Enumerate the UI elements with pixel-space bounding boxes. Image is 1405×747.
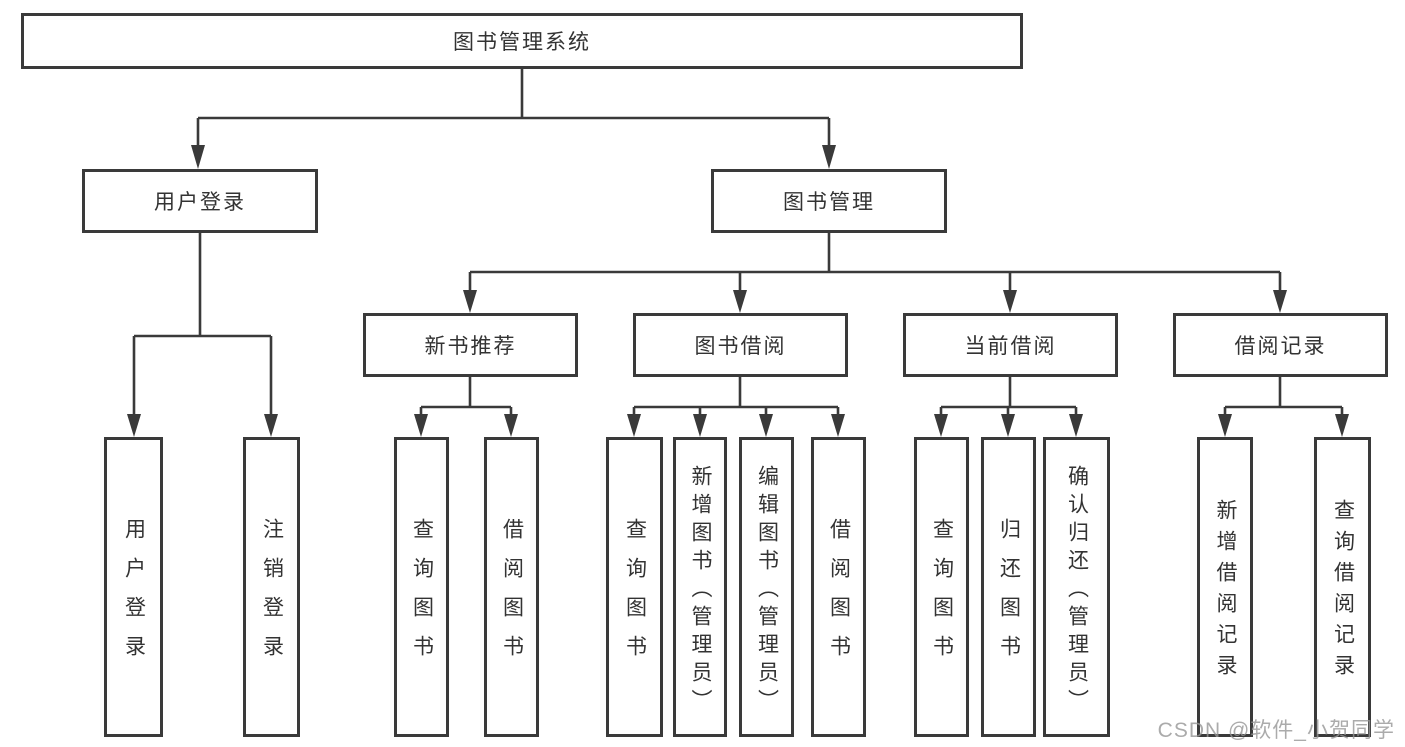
connector-book-management bbox=[468, 232, 1282, 291]
connector-root bbox=[196, 69, 831, 147]
leaf-query-books-borrow: 查询图书 bbox=[606, 437, 663, 737]
arrowhead-icon bbox=[504, 414, 518, 437]
arrowhead-icon bbox=[759, 414, 773, 437]
node-book-borrow: 图书借阅 bbox=[633, 313, 848, 377]
leaf-query-books-recommend: 查询图书 bbox=[394, 437, 449, 737]
node-root: 图书管理系统 bbox=[21, 13, 1023, 69]
connector-book-borrow bbox=[632, 376, 840, 415]
leaf-borrow-books-label: 借阅图书 bbox=[827, 518, 851, 674]
leaf-logout-label: 注销登录 bbox=[260, 518, 284, 674]
leaf-confirm-return-admin: 确认归还（管理员） bbox=[1043, 437, 1110, 737]
connector-user-login bbox=[132, 232, 273, 415]
arrowhead-icon bbox=[191, 145, 205, 169]
leaf-borrow-books-recommend-label: 借阅图书 bbox=[500, 518, 524, 674]
node-current-borrow: 当前借阅 bbox=[903, 313, 1118, 377]
arrowhead-icon bbox=[414, 414, 428, 437]
leaf-query-borrow-record-label: 查询借阅记录 bbox=[1331, 499, 1355, 685]
node-book-borrow-label: 图书借阅 bbox=[694, 335, 787, 358]
node-user-login: 用户登录 bbox=[82, 169, 318, 233]
leaf-query-books-recommend-label: 查询图书 bbox=[410, 518, 434, 674]
connector-current-borrow bbox=[939, 376, 1078, 415]
leaf-edit-book-admin: 编辑图书（管理员） bbox=[739, 437, 794, 737]
leaf-query-books-current: 查询图书 bbox=[914, 437, 969, 737]
leaf-confirm-return-admin-label: 确认归还（管理员） bbox=[1065, 464, 1089, 717]
node-borrow-records: 借阅记录 bbox=[1173, 313, 1388, 377]
node-current-borrow-label: 当前借阅 bbox=[964, 335, 1057, 358]
arrowhead-icon bbox=[1003, 290, 1017, 313]
arrowhead-icon bbox=[1273, 290, 1287, 313]
arrowhead-icon bbox=[1069, 414, 1083, 437]
arrowhead-icon bbox=[1001, 414, 1015, 437]
leaf-add-book-admin: 新增图书（管理员） bbox=[673, 437, 727, 737]
connector-borrow-records bbox=[1223, 376, 1344, 415]
node-new-book-recommend-label: 新书推荐 bbox=[424, 335, 517, 358]
leaf-query-books-borrow-label: 查询图书 bbox=[623, 518, 647, 674]
leaf-edit-book-admin-label: 编辑图书（管理员） bbox=[755, 464, 779, 717]
leaf-add-book-admin-label: 新增图书（管理员） bbox=[689, 464, 712, 717]
node-borrow-records-label: 借阅记录 bbox=[1234, 335, 1327, 358]
connector-new-book-recommend bbox=[419, 376, 513, 415]
leaf-user-login-label: 用户登录 bbox=[122, 518, 146, 674]
arrowhead-icon bbox=[693, 414, 707, 437]
arrowhead-icon bbox=[934, 414, 948, 437]
leaf-query-books-current-label: 查询图书 bbox=[930, 518, 954, 674]
arrowhead-icon bbox=[733, 290, 747, 313]
arrowhead-icon bbox=[264, 414, 278, 437]
arrowhead-icon bbox=[831, 414, 845, 437]
arrowhead-icon bbox=[822, 145, 836, 169]
leaf-return-book-label: 归还图书 bbox=[997, 518, 1021, 674]
leaf-borrow-books-recommend: 借阅图书 bbox=[484, 437, 539, 737]
arrowhead-icon bbox=[1218, 414, 1232, 437]
arrowhead-icon bbox=[1335, 414, 1349, 437]
leaf-query-borrow-record: 查询借阅记录 bbox=[1314, 437, 1371, 737]
leaf-borrow-books: 借阅图书 bbox=[811, 437, 866, 737]
node-user-login-label: 用户登录 bbox=[154, 191, 246, 214]
csdn-watermark: CSDN @软件_小贺同学 bbox=[1157, 719, 1395, 742]
leaf-add-borrow-record-label: 新增借阅记录 bbox=[1214, 499, 1237, 685]
arrowhead-icon bbox=[463, 290, 477, 313]
leaf-return-book: 归还图书 bbox=[981, 437, 1036, 737]
leaf-add-borrow-record: 新增借阅记录 bbox=[1197, 437, 1253, 737]
node-root-label: 图书管理系统 bbox=[453, 31, 591, 54]
node-book-management-label: 图书管理 bbox=[783, 191, 875, 214]
node-new-book-recommend: 新书推荐 bbox=[363, 313, 578, 377]
arrowhead-icon bbox=[127, 414, 141, 437]
leaf-logout: 注销登录 bbox=[243, 437, 300, 737]
node-book-management: 图书管理 bbox=[711, 169, 947, 233]
arrowhead-icon bbox=[627, 414, 641, 437]
leaf-user-login: 用户登录 bbox=[104, 437, 163, 737]
